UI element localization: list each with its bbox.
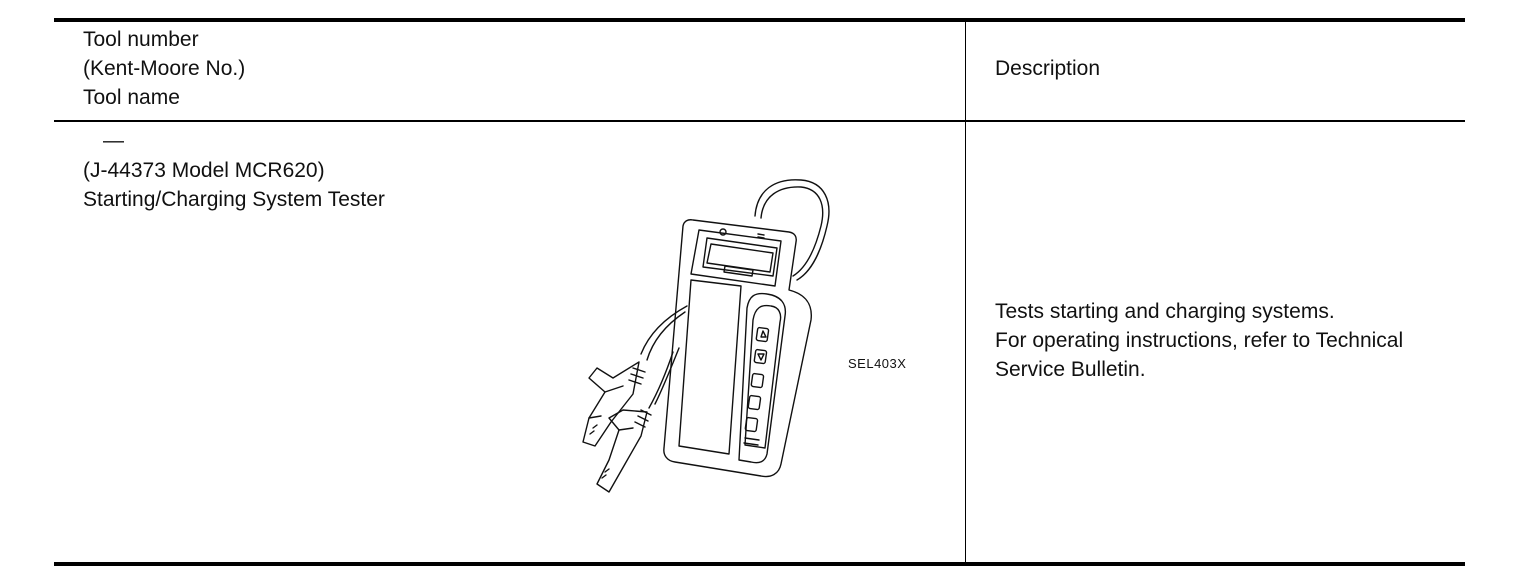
table-top-rule: [54, 18, 1465, 22]
header-kent-moore-no: (Kent-Moore No.): [83, 57, 246, 80]
tester-illustration: [582, 179, 830, 493]
header-description: Description: [995, 57, 1101, 80]
description-line: For operating instructions, refer to Tec…: [995, 329, 1404, 352]
table-bottom-rule: [54, 562, 1465, 566]
kent-moore-number: (J-44373 Model MCR620): [83, 159, 325, 182]
header-divider-rule: [54, 120, 1465, 122]
figure-code: SEL403X: [848, 356, 907, 371]
header-tool-column: Tool number (Kent-Moore No.) Tool name: [83, 25, 245, 112]
description-line: Service Bulletin.: [995, 358, 1146, 381]
header-tool-number: Tool number: [83, 28, 199, 51]
column-divider: [965, 22, 966, 562]
description-line: Tests starting and charging systems.: [995, 300, 1335, 323]
description-text: Tests starting and charging systems. For…: [995, 297, 1403, 384]
tool-number-value: —: [103, 129, 124, 152]
tool-name: Starting/Charging System Tester: [83, 188, 385, 211]
header-tool-name: Tool name: [83, 86, 180, 109]
